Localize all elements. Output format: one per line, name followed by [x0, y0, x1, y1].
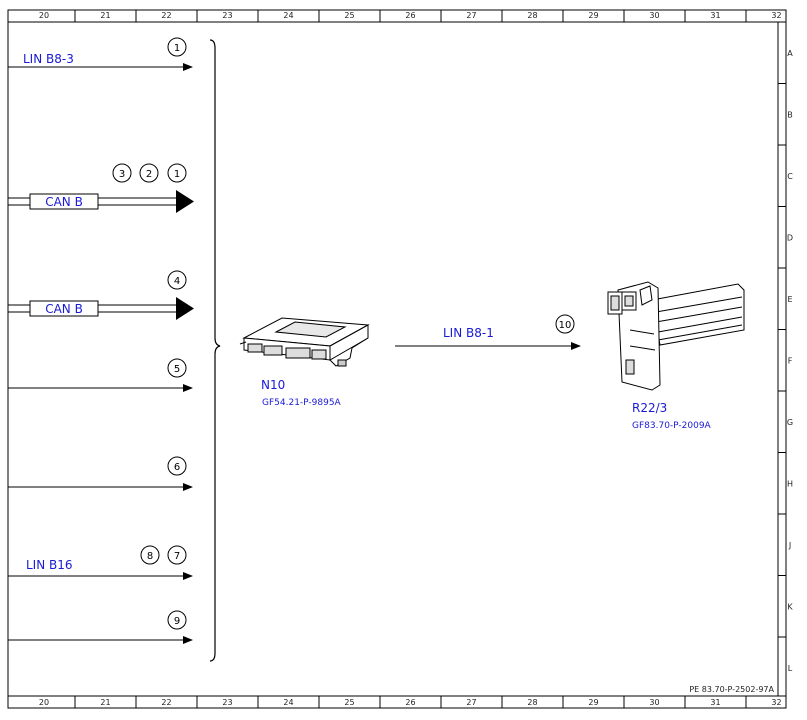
- grouping-brace: [209, 39, 221, 662]
- bubble: 8: [140, 545, 160, 565]
- svg-text:6: 6: [174, 462, 180, 473]
- column-label: 25: [344, 698, 354, 707]
- column-label: 28: [527, 698, 537, 707]
- svg-text:9: 9: [174, 616, 180, 627]
- row-label: J: [788, 541, 791, 550]
- row-label: C: [787, 172, 793, 181]
- bubble: 5: [167, 358, 187, 378]
- column-label: 22: [161, 11, 171, 20]
- svg-text:3: 3: [119, 169, 125, 180]
- component-ref-r22-3: GF83.70-P-2009A: [632, 421, 712, 431]
- column-label: 31: [710, 11, 720, 20]
- column-label: 24: [283, 698, 293, 707]
- bubble: 4: [167, 270, 187, 290]
- row-label: E: [787, 295, 792, 304]
- bubble: 10: [555, 314, 575, 334]
- bubble: 3: [112, 163, 132, 183]
- column-label: 27: [466, 698, 476, 707]
- column-label: 22: [161, 698, 171, 707]
- column-label: 29: [588, 11, 598, 20]
- column-label: 25: [344, 11, 354, 20]
- row-label: D: [787, 233, 793, 242]
- column-label: 32: [771, 11, 781, 20]
- bubble: 1: [167, 163, 187, 183]
- column-label: 20: [39, 698, 49, 707]
- column-label: 27: [466, 11, 476, 20]
- row-label: B: [787, 110, 793, 119]
- svg-text:5: 5: [174, 364, 180, 375]
- input-lines: LIN B8-3 CAN B CAN B LIN B16: [8, 52, 194, 644]
- row-label: A: [787, 49, 793, 58]
- column-label: 29: [588, 698, 598, 707]
- svg-text:10: 10: [559, 320, 572, 331]
- column-label: 26: [405, 698, 415, 707]
- bubble: 1: [167, 37, 187, 57]
- input-label-can-b-2: CAN B: [45, 302, 83, 316]
- input-label-lin-b8-3: LIN B8-3: [23, 52, 74, 66]
- bubble: 7: [167, 545, 187, 565]
- column-label: 21: [100, 698, 110, 707]
- column-label: 20: [39, 11, 49, 20]
- row-label: F: [788, 356, 793, 365]
- svg-text:1: 1: [174, 43, 180, 54]
- column-label: 21: [100, 11, 110, 20]
- svg-text:8: 8: [147, 551, 153, 562]
- control-unit-icon: [239, 317, 370, 367]
- bubble: 6: [167, 456, 187, 476]
- svg-text:4: 4: [174, 276, 180, 287]
- column-label: 23: [222, 11, 232, 20]
- row-label: G: [787, 418, 793, 427]
- input-label-lin-b16: LIN B16: [26, 558, 73, 572]
- svg-text:2: 2: [146, 169, 152, 180]
- heater-element-icon: [607, 281, 745, 391]
- row-label: K: [787, 602, 793, 611]
- document-code: PE 83.70-P-2502-97A: [689, 685, 774, 694]
- column-label: 30: [649, 698, 659, 707]
- component-id-n10: N10: [261, 378, 285, 392]
- svg-text:7: 7: [174, 551, 180, 562]
- bubble: 9: [167, 610, 187, 630]
- component-id-r22-3: R22/3: [632, 401, 667, 415]
- bubbles: 1 3 2 1 4 5 6 8 7 9 10: [112, 37, 575, 630]
- input-label-can-b-1: CAN B: [45, 195, 83, 209]
- column-label: 26: [405, 11, 415, 20]
- drawing-frame: 2020212122222323242425252626272728282929…: [7, 9, 793, 709]
- row-label: L: [788, 664, 793, 673]
- bubble: 2: [139, 163, 159, 183]
- column-label: 32: [771, 698, 781, 707]
- column-label: 31: [710, 698, 720, 707]
- svg-text:1: 1: [174, 169, 180, 180]
- row-label: H: [787, 479, 793, 488]
- column-label: 23: [222, 698, 232, 707]
- link-label: LIN B8-1: [443, 326, 494, 340]
- component-ref-n10: GF54.21-P-9895A: [262, 398, 342, 408]
- column-label: 24: [283, 11, 293, 20]
- column-label: 30: [649, 11, 659, 20]
- column-label: 28: [527, 11, 537, 20]
